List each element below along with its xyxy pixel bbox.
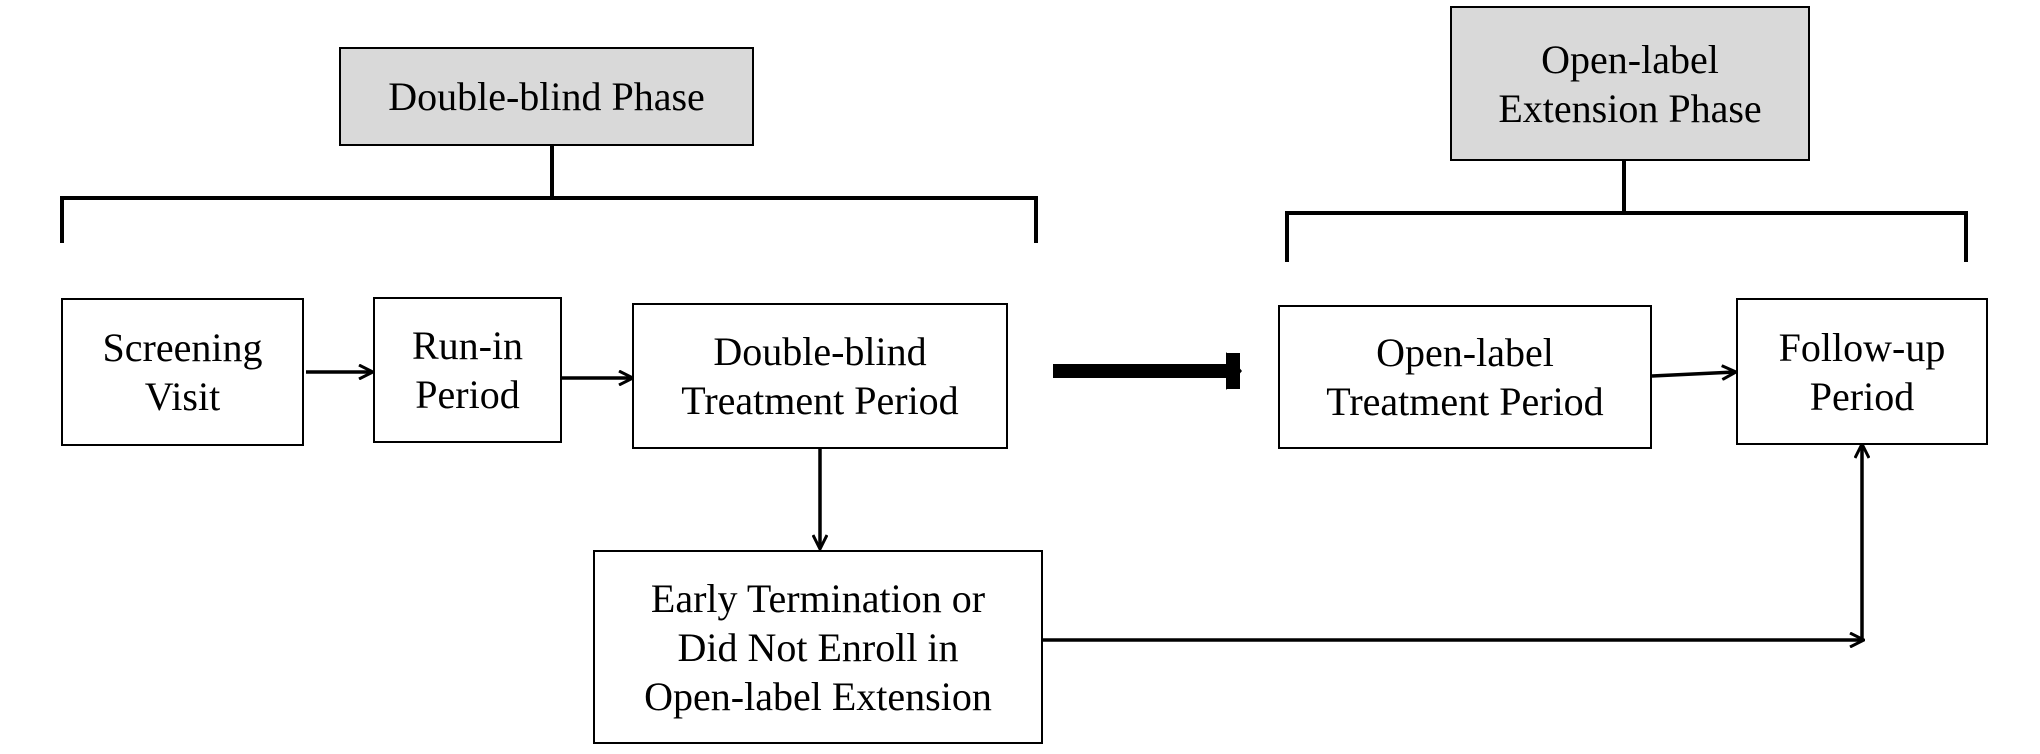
open-label-phase-line1: Open-label	[1541, 36, 1719, 82]
double-blind-phase-header: Double-blind Phase	[339, 47, 754, 146]
double-blind-treatment-line2: Treatment Period	[681, 378, 959, 423]
open-label-phase-line2: Extension Phase	[1498, 85, 1762, 131]
double-blind-phase-label: Double-blind Phase	[388, 74, 705, 119]
double-blind-bracket	[60, 145, 1038, 243]
screening-line1: Screening	[102, 325, 263, 370]
arrow-open-label-to-follow-up	[1651, 372, 1735, 376]
open-label-treatment-line2: Treatment Period	[1326, 379, 1604, 424]
run-in-line2: Period	[415, 372, 520, 417]
screening-visit-box: Screening Visit	[61, 298, 304, 446]
early-termination-line1: Early Termination or	[650, 575, 986, 621]
run-in-period-box: Run-in Period	[373, 297, 562, 443]
open-label-extension-phase-header: Open-label Extension Phase	[1450, 6, 1810, 161]
screening-line2: Visit	[144, 374, 221, 419]
follow-up-line1: Follow-up	[1778, 324, 1946, 370]
early-termination-line2: Did Not Enroll in	[677, 624, 959, 670]
double-blind-treatment-line1: Double-blind	[713, 329, 927, 374]
double-blind-treatment-period-box: Double-blind Treatment Period	[632, 303, 1008, 449]
early-termination-box: Early Termination or Did Not Enroll in O…	[593, 550, 1043, 744]
open-label-treatment-period-box: Open-label Treatment Period	[1278, 305, 1652, 449]
early-termination-line3: Open-label Extension	[644, 673, 992, 719]
follow-up-line2: Period	[1809, 373, 1915, 419]
run-in-line1: Run-in	[411, 323, 524, 368]
open-label-treatment-line1: Open-label	[1376, 330, 1554, 375]
open-label-bracket	[1285, 160, 1968, 262]
follow-up-period-box: Follow-up Period	[1736, 298, 1988, 445]
phase-transition-arrow	[1053, 352, 1242, 390]
